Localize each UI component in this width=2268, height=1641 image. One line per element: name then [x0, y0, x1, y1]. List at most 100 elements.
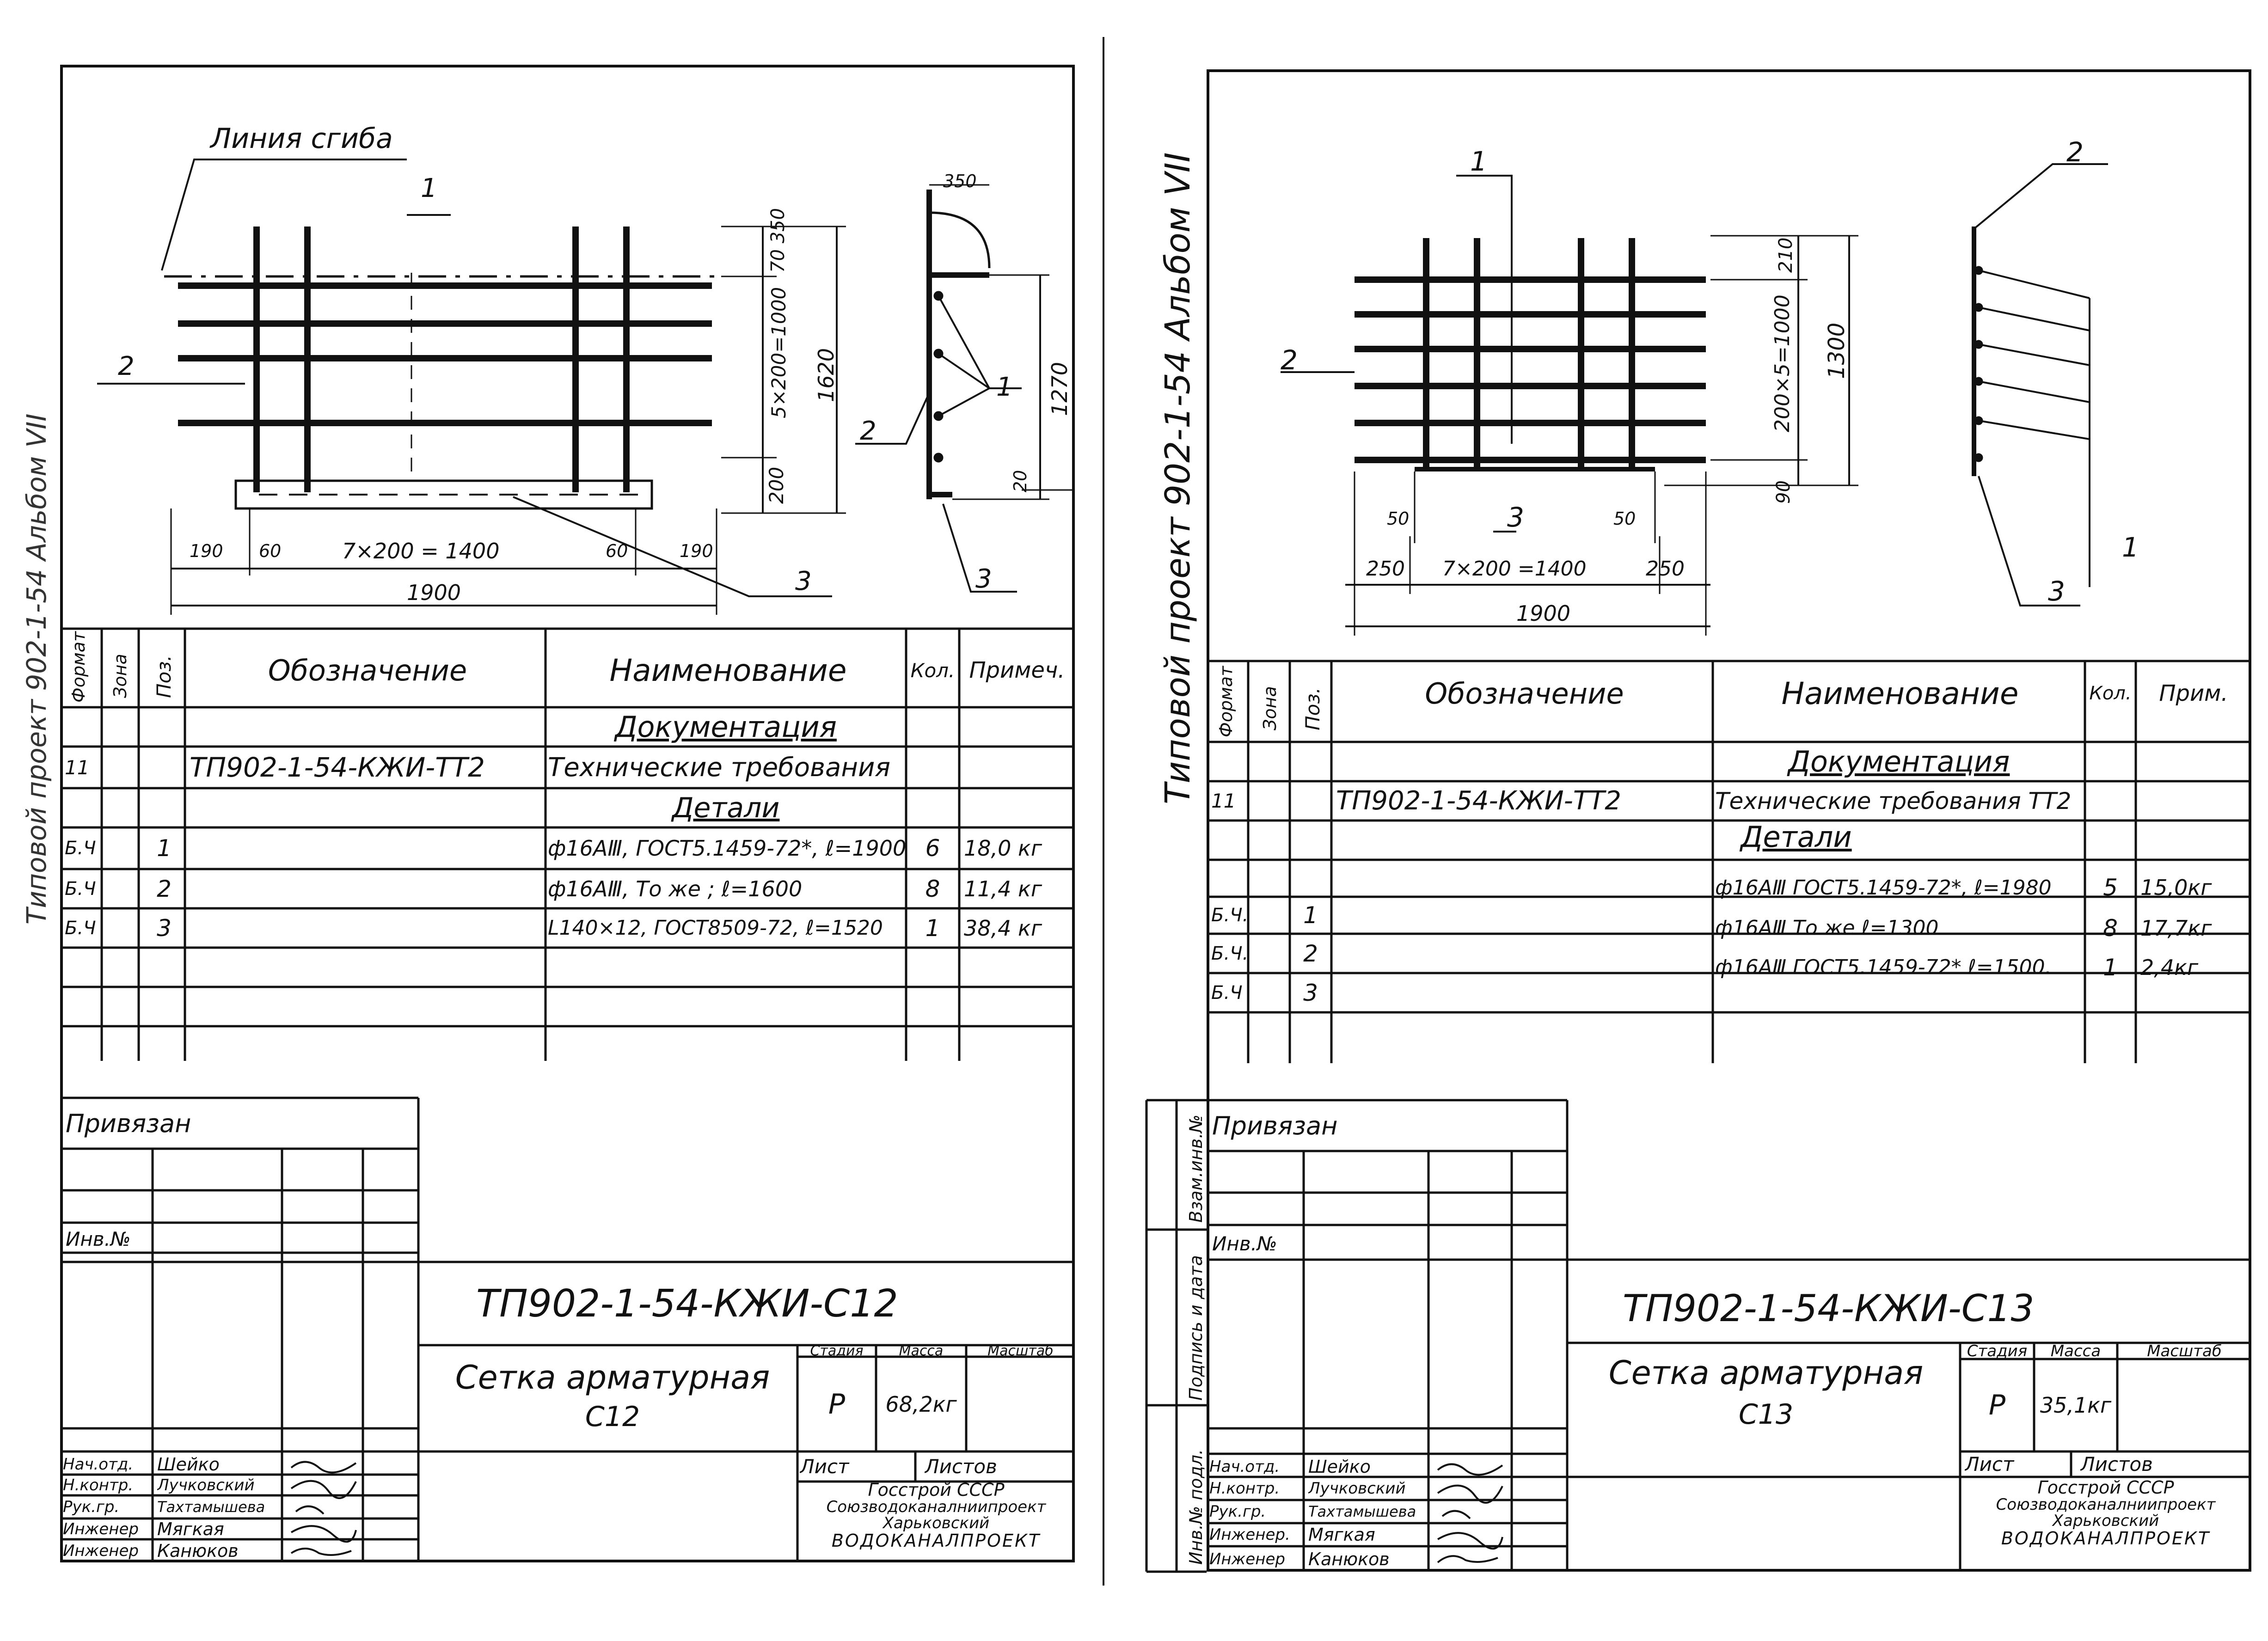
left-title-block: Привязан Инв.№ ТП902-1-54-КЖИ-С12 Сетка …: [60, 1096, 1075, 1562]
left-person-2: Лучковский: [157, 1476, 255, 1494]
left-section-parts: Детали: [672, 791, 780, 824]
right-signatures: [1437, 1463, 1503, 1563]
left-dim-7x200: 7×200 = 1400: [342, 539, 500, 563]
left-person-5: Канюков: [157, 1541, 239, 1561]
left-callout-3: 3: [795, 566, 812, 596]
right-header-zone: Зона: [1260, 686, 1280, 730]
left-sheet-label: Лист: [800, 1455, 849, 1478]
right-section-parts: Детали: [1741, 820, 1852, 854]
left-specification-table: Формат Зона Поз. Обозначение Наименовани…: [60, 627, 1075, 1061]
left-header-designation: Обозначение: [268, 653, 467, 687]
left-section-2: 2: [860, 416, 877, 446]
right-row2-qty: 5: [2103, 874, 2118, 901]
right-row4-qty: 1: [2103, 954, 2118, 981]
left-role-2: Н.контр.: [63, 1476, 134, 1494]
right-person-1: Шейко: [1308, 1456, 1371, 1477]
right-header-pos: Поз.: [1301, 687, 1324, 730]
left-dim-190-r: 190: [680, 541, 713, 561]
left-row1-designation: ТП902-1-54-КЖИ-ТТ2: [190, 752, 485, 783]
left-person-4: Мягкая: [157, 1519, 224, 1539]
right-person-2: Лучковский: [1308, 1479, 1406, 1498]
left-inv-no-label: Инв.№: [66, 1227, 131, 1250]
right-attached-label: Привязан: [1212, 1111, 1338, 1140]
right-person-4: Мягкая: [1308, 1525, 1375, 1545]
right-row4-pos: 3: [1303, 979, 1318, 1006]
right-callout-3: 3: [1507, 502, 1524, 533]
left-row4-qty: 1: [925, 914, 940, 942]
left-org-2: Союзводоканалниипроект: [826, 1498, 1046, 1516]
right-dim-7x200: 7×200 =1400: [1442, 557, 1587, 581]
left-role-3: Рук.гр.: [63, 1498, 120, 1516]
right-dim-90: 90: [1773, 480, 1794, 504]
left-header-name: Наименование: [609, 652, 847, 688]
left-stage-value: Р: [828, 1388, 846, 1421]
right-header-designation: Обозначение: [1425, 676, 1624, 710]
left-row4-pos: 3: [157, 914, 172, 942]
right-mass-value: 35,1кг: [2040, 1393, 2112, 1418]
right-person-3: Тахтамышева: [1308, 1503, 1416, 1520]
left-signatures: [290, 1461, 357, 1556]
left-row2-name: ф16АⅢ, ГОСТ5.1459-72*, ℓ=1900: [548, 836, 906, 861]
right-person-5: Канюков: [1308, 1549, 1390, 1569]
sheet-divider: [1103, 37, 1104, 1586]
left-row3-qty: 8: [925, 875, 940, 902]
right-org-2: Союзводоканалниипроект: [1996, 1495, 2216, 1514]
right-dim-1300: 1300: [1824, 322, 1850, 379]
right-role-5: Инженер: [1209, 1549, 1285, 1568]
left-drawing-name-2: С12: [585, 1401, 640, 1433]
left-scale-label: Масштаб: [987, 1345, 1054, 1357]
right-section-1: 1: [2122, 532, 2139, 563]
left-role-5: Инженер: [63, 1542, 139, 1560]
right-mass-label: Масса: [2050, 1343, 2101, 1359]
right-row3-name: ф16АⅢ То же ℓ=1300: [1715, 916, 1939, 940]
right-role-1: Нач.отд.: [1209, 1457, 1280, 1476]
right-row1-name: Технические требования ТТ2: [1715, 787, 2072, 814]
left-org-3: Харьковский: [883, 1514, 990, 1532]
left-drawing-name-1: Сетка арматурная: [455, 1359, 770, 1396]
right-role-4: Инженер.: [1209, 1525, 1290, 1544]
left-row4-name: L140×12, ГОСТ8509-72, ℓ=1520: [548, 916, 883, 940]
right-title-block: Привязан Инв.№ ТП902-1-54-КЖИ-С13 Сетка …: [1207, 1099, 2251, 1572]
right-row3-note: 17,7кг: [2140, 915, 2212, 941]
right-row2-name: ф16АⅢ ГОСТ5.1459-72*, ℓ=1980: [1715, 876, 2052, 900]
right-row3-format: Б.Ч.: [1211, 943, 1248, 964]
right-callout-2: 2: [1281, 344, 1298, 376]
right-row1-format: 11: [1211, 790, 1236, 812]
left-callout-1: 1: [421, 173, 437, 203]
right-header-name: Наименование: [1781, 675, 2019, 711]
left-org-4: ВОДОКАНАЛПРОЕКТ: [831, 1530, 1041, 1551]
left-row1-name: Технические требования: [548, 752, 891, 783]
right-dim-1900: 1900: [1516, 601, 1571, 626]
right-section-3: 3: [2048, 576, 2065, 607]
right-org-1: Госстрой СССР: [2037, 1477, 2174, 1498]
left-header-note: Примеч.: [969, 657, 1065, 683]
left-mass-value: 68,2кг: [885, 1391, 957, 1417]
left-org-1: Госстрой СССР: [868, 1479, 1005, 1500]
right-inv-no-label: Инв.№: [1212, 1232, 1277, 1255]
right-dim-200x5: 200×5=1000: [1771, 294, 1794, 432]
left-row3-note: 11,4 кг: [964, 876, 1042, 901]
left-role-1: Нач.отд.: [63, 1455, 134, 1474]
left-drawing-code: ТП902-1-54-КЖИ-С12: [476, 1281, 898, 1326]
right-margin-replace-inv: Взам.инв.№: [1186, 1114, 1206, 1223]
right-callout-1: 1: [1470, 146, 1487, 177]
right-row3-pos: 2: [1303, 940, 1318, 967]
right-section-2: 2: [2066, 136, 2084, 168]
right-row4-note: 2,4кг: [2140, 955, 2199, 980]
right-row1-designation: ТП902-1-54-КЖИ-ТТ2: [1336, 786, 1621, 816]
left-sheets-label: Листов: [925, 1455, 997, 1478]
right-row2-note: 15,0кг: [2140, 875, 2212, 900]
right-margin-orig-inv: Инв.№ подл.: [1186, 1449, 1206, 1565]
right-stage-label: Стадия: [1967, 1343, 2028, 1359]
right-dim-50-l: 50: [1387, 508, 1410, 529]
left-row2-pos: 1: [157, 835, 172, 862]
right-row4-format: Б.Ч: [1211, 982, 1243, 1004]
right-dim-210: 210: [1775, 237, 1796, 273]
left-row4-note: 38,4 кг: [964, 915, 1042, 941]
right-margin-sign-date: Подпись и дата: [1186, 1255, 1206, 1401]
left-person-3: Тахтамышева: [157, 1498, 265, 1516]
left-mass-label: Масса: [899, 1345, 944, 1357]
left-row3-format: Б.Ч: [65, 878, 96, 900]
left-row2-note: 18,0 кг: [964, 836, 1042, 861]
